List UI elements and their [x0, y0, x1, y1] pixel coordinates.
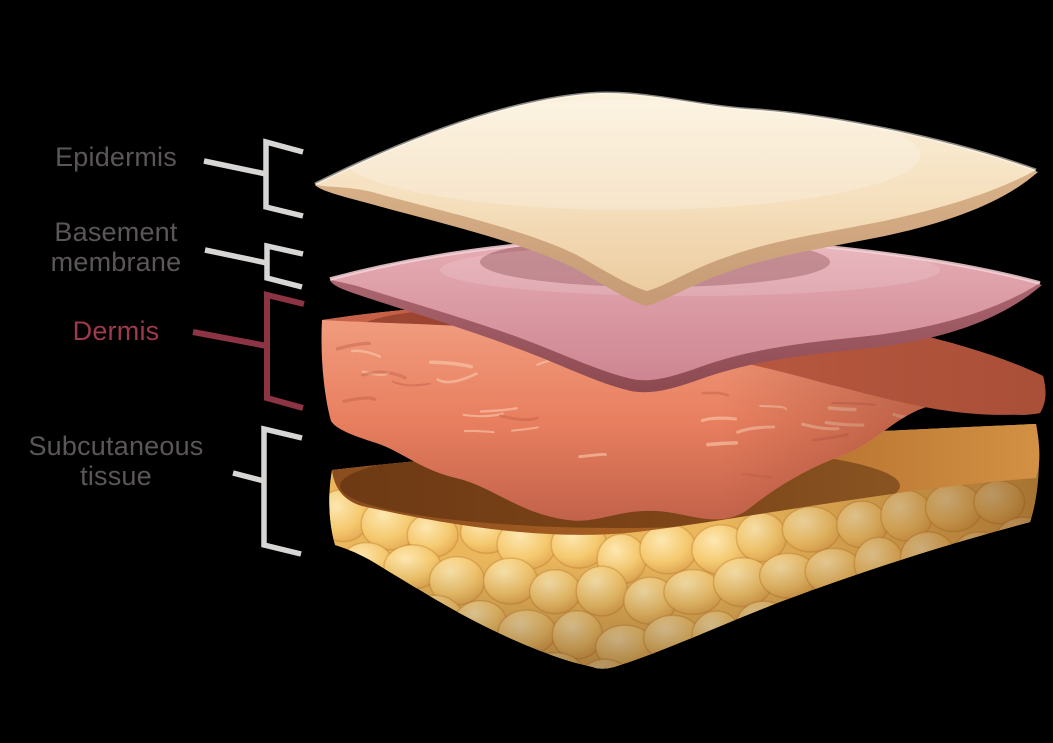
fat-lobule	[811, 639, 869, 669]
fat-lobule	[835, 678, 884, 723]
label-subcutaneous-tissue: Subcutaneous tissue	[28, 430, 204, 491]
fat-lobule	[972, 657, 1034, 669]
epidermis-bracket-shape	[263, 138, 304, 219]
epidermis-leader-line	[203, 158, 267, 177]
fat-lobule	[329, 582, 374, 635]
fat-lobule	[390, 636, 440, 669]
label-basement-membrane: Basement membrane	[50, 216, 182, 277]
epidermis-sheen	[340, 100, 920, 210]
fat-lobule	[476, 649, 533, 669]
basement-membrane-bracket	[204, 242, 304, 290]
fat-lobule	[947, 612, 1000, 659]
fat-lobule	[599, 701, 657, 743]
fat-lobule	[506, 701, 561, 743]
epidermis-rim-highlight	[314, 91, 1037, 186]
fat-lobule	[971, 562, 1033, 610]
fat-lobule	[878, 585, 936, 630]
fat-lobule	[689, 698, 740, 743]
fat-lobule	[759, 640, 815, 669]
fat-lobule	[784, 597, 840, 651]
fat-lobule	[358, 588, 419, 637]
subcutaneous-tissue-bracket-shape	[261, 425, 303, 557]
fat-lobule	[738, 695, 797, 741]
dermis-bracket	[192, 291, 305, 411]
fat-lobule	[826, 590, 885, 636]
fat-lobule	[457, 687, 516, 739]
fat-lobule	[436, 641, 489, 669]
subcutaneous-tissue-leader-line	[232, 470, 265, 484]
epidermis-bracket	[203, 138, 304, 219]
fat-lobule	[928, 570, 984, 623]
fat-lobule	[643, 706, 692, 743]
callout-brackets	[192, 138, 305, 557]
fat-lobule	[666, 652, 717, 669]
fat-lobule	[925, 665, 982, 669]
fat-lobule	[551, 700, 606, 742]
fat-lobule	[320, 670, 370, 718]
fat-lobule	[875, 665, 929, 669]
label-dermis: Dermis	[72, 315, 160, 346]
dermis-leader-line	[192, 329, 268, 349]
label-epidermis: Epidermis	[55, 141, 177, 172]
subcutaneous-tissue-bracket	[232, 425, 303, 557]
dermis-bracket-shape	[264, 291, 305, 411]
fat-lobule	[360, 674, 417, 726]
basement-membrane-bracket-shape	[264, 242, 304, 290]
fat-lobule	[408, 685, 467, 730]
fat-lobule	[620, 666, 679, 669]
epidermis-layer	[314, 91, 1038, 306]
fat-lobule	[788, 686, 842, 729]
fat-lobule	[337, 624, 388, 669]
fat-lobule	[995, 605, 1039, 655]
fat-lobule	[897, 624, 956, 669]
fat-lobule	[852, 630, 911, 669]
basement-membrane-leader-line	[204, 247, 268, 266]
dermis-texture-stroke	[931, 418, 964, 429]
fat-lobule	[711, 656, 766, 669]
